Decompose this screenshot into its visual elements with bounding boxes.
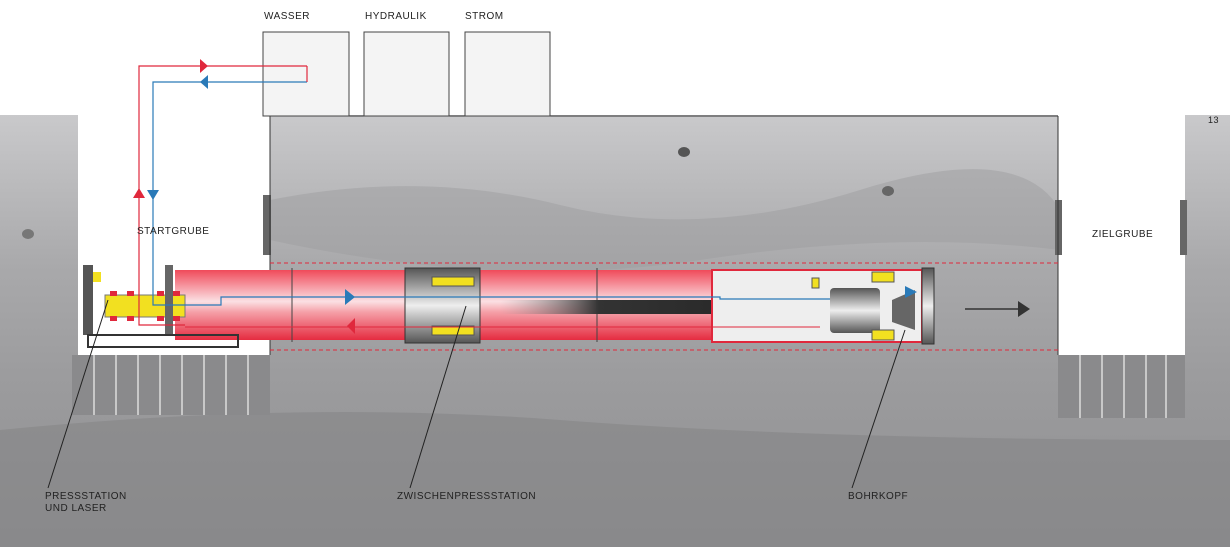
power-box <box>464 31 551 117</box>
flow-arrow-icon <box>200 59 208 73</box>
callout-line <box>47 299 109 489</box>
pit-seal <box>1180 200 1187 255</box>
return-line <box>152 81 830 306</box>
label-line: UND LASER <box>45 503 107 514</box>
stone <box>882 186 894 196</box>
label-power: STROM <box>465 11 504 22</box>
soil-layer <box>270 169 1060 272</box>
tunnel-boring-machine <box>711 267 935 345</box>
label-intermediate-station: ZWISCHENPRESSSTATION <box>397 491 537 502</box>
flow-arrow-icon <box>347 318 355 334</box>
arrow-head-icon <box>1018 301 1030 317</box>
flow-arrow-icon <box>345 289 355 305</box>
label-target-pit: ZIELGRUBE <box>1092 229 1154 240</box>
water-box <box>262 31 350 117</box>
label-press-station: PRESSSTATION UND LASER <box>45 491 127 515</box>
stone <box>22 229 34 239</box>
label-water: WASSER <box>264 11 310 22</box>
label-start-pit: STARTGRUBE <box>137 226 210 237</box>
flow-arrow-icon <box>200 75 208 89</box>
label-drill-head: BOHRKOPF <box>848 491 909 502</box>
label-hydraulic: HYDRAULIK <box>365 11 427 22</box>
callout-line <box>851 329 906 489</box>
soil-layer-deep <box>0 412 1230 547</box>
flow-arrow-icon <box>133 188 145 198</box>
intermediate-jacking-station <box>404 267 481 344</box>
page-number: 13 <box>1208 115 1220 125</box>
target-pit <box>1058 115 1185 355</box>
start-pit-sheeting <box>72 355 270 415</box>
label-line: PRESSSTATION <box>45 491 127 502</box>
callout-line <box>409 305 467 489</box>
pit-seal <box>263 195 271 255</box>
stone <box>678 147 690 157</box>
press-station <box>83 265 239 348</box>
hydraulic-box <box>363 31 450 117</box>
target-pit-sheeting <box>1058 355 1185 418</box>
flow-arrow-icon <box>147 190 159 200</box>
